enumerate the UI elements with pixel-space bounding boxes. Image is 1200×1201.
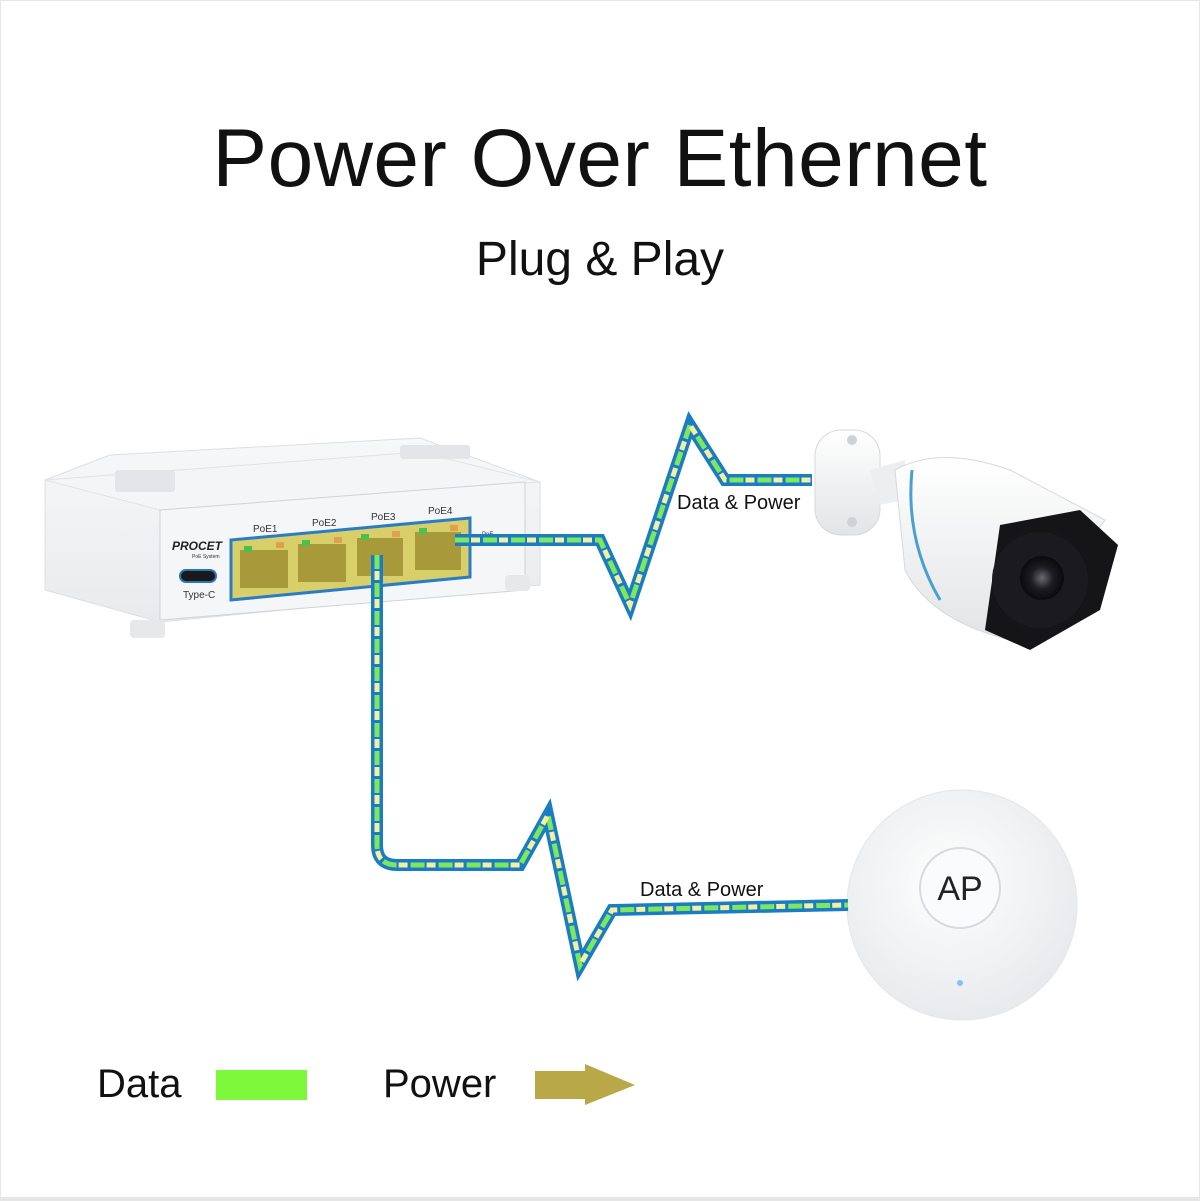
link-label-ap: Data & Power xyxy=(640,879,764,901)
vent-grille xyxy=(115,445,470,492)
cable-poe4-camera xyxy=(455,411,812,622)
port-poe4 xyxy=(415,525,461,570)
legend-data-swatch xyxy=(216,1070,307,1100)
port-panel xyxy=(229,516,472,602)
port-label: PoE4 xyxy=(428,506,453,517)
usb-c-label: Type-C xyxy=(183,590,215,601)
page-subtitle: Plug & Play xyxy=(475,233,725,286)
usb-c-port xyxy=(179,569,217,583)
legend-power-label: Power xyxy=(383,1062,497,1106)
port-label: PoE1 xyxy=(253,524,278,535)
port-label: PoE2 xyxy=(312,518,337,529)
port-label: PoE3 xyxy=(371,512,396,523)
brand-logo: PROCET xyxy=(172,539,224,553)
cable-poe3-ap xyxy=(371,555,849,982)
port-poe1 xyxy=(240,542,288,588)
status-led xyxy=(957,980,963,986)
poe-switch: PROCET PoE System Type-C PoE1 PoE2 PoE3 … xyxy=(44,437,541,638)
port-poe2 xyxy=(298,537,346,582)
link-label-camera: Data & Power xyxy=(677,492,801,514)
access-point: AP xyxy=(846,789,1078,1021)
cables xyxy=(371,411,849,982)
ip-camera xyxy=(814,429,1118,650)
page-title: Power Over Ethernet xyxy=(212,113,988,204)
access-point-label: AP xyxy=(937,870,982,908)
legend-power-arrow-icon xyxy=(535,1064,635,1105)
brand-subtitle: PoE System xyxy=(192,554,220,560)
ethernet-ports xyxy=(240,525,461,588)
legend-data-label: Data xyxy=(97,1062,182,1106)
